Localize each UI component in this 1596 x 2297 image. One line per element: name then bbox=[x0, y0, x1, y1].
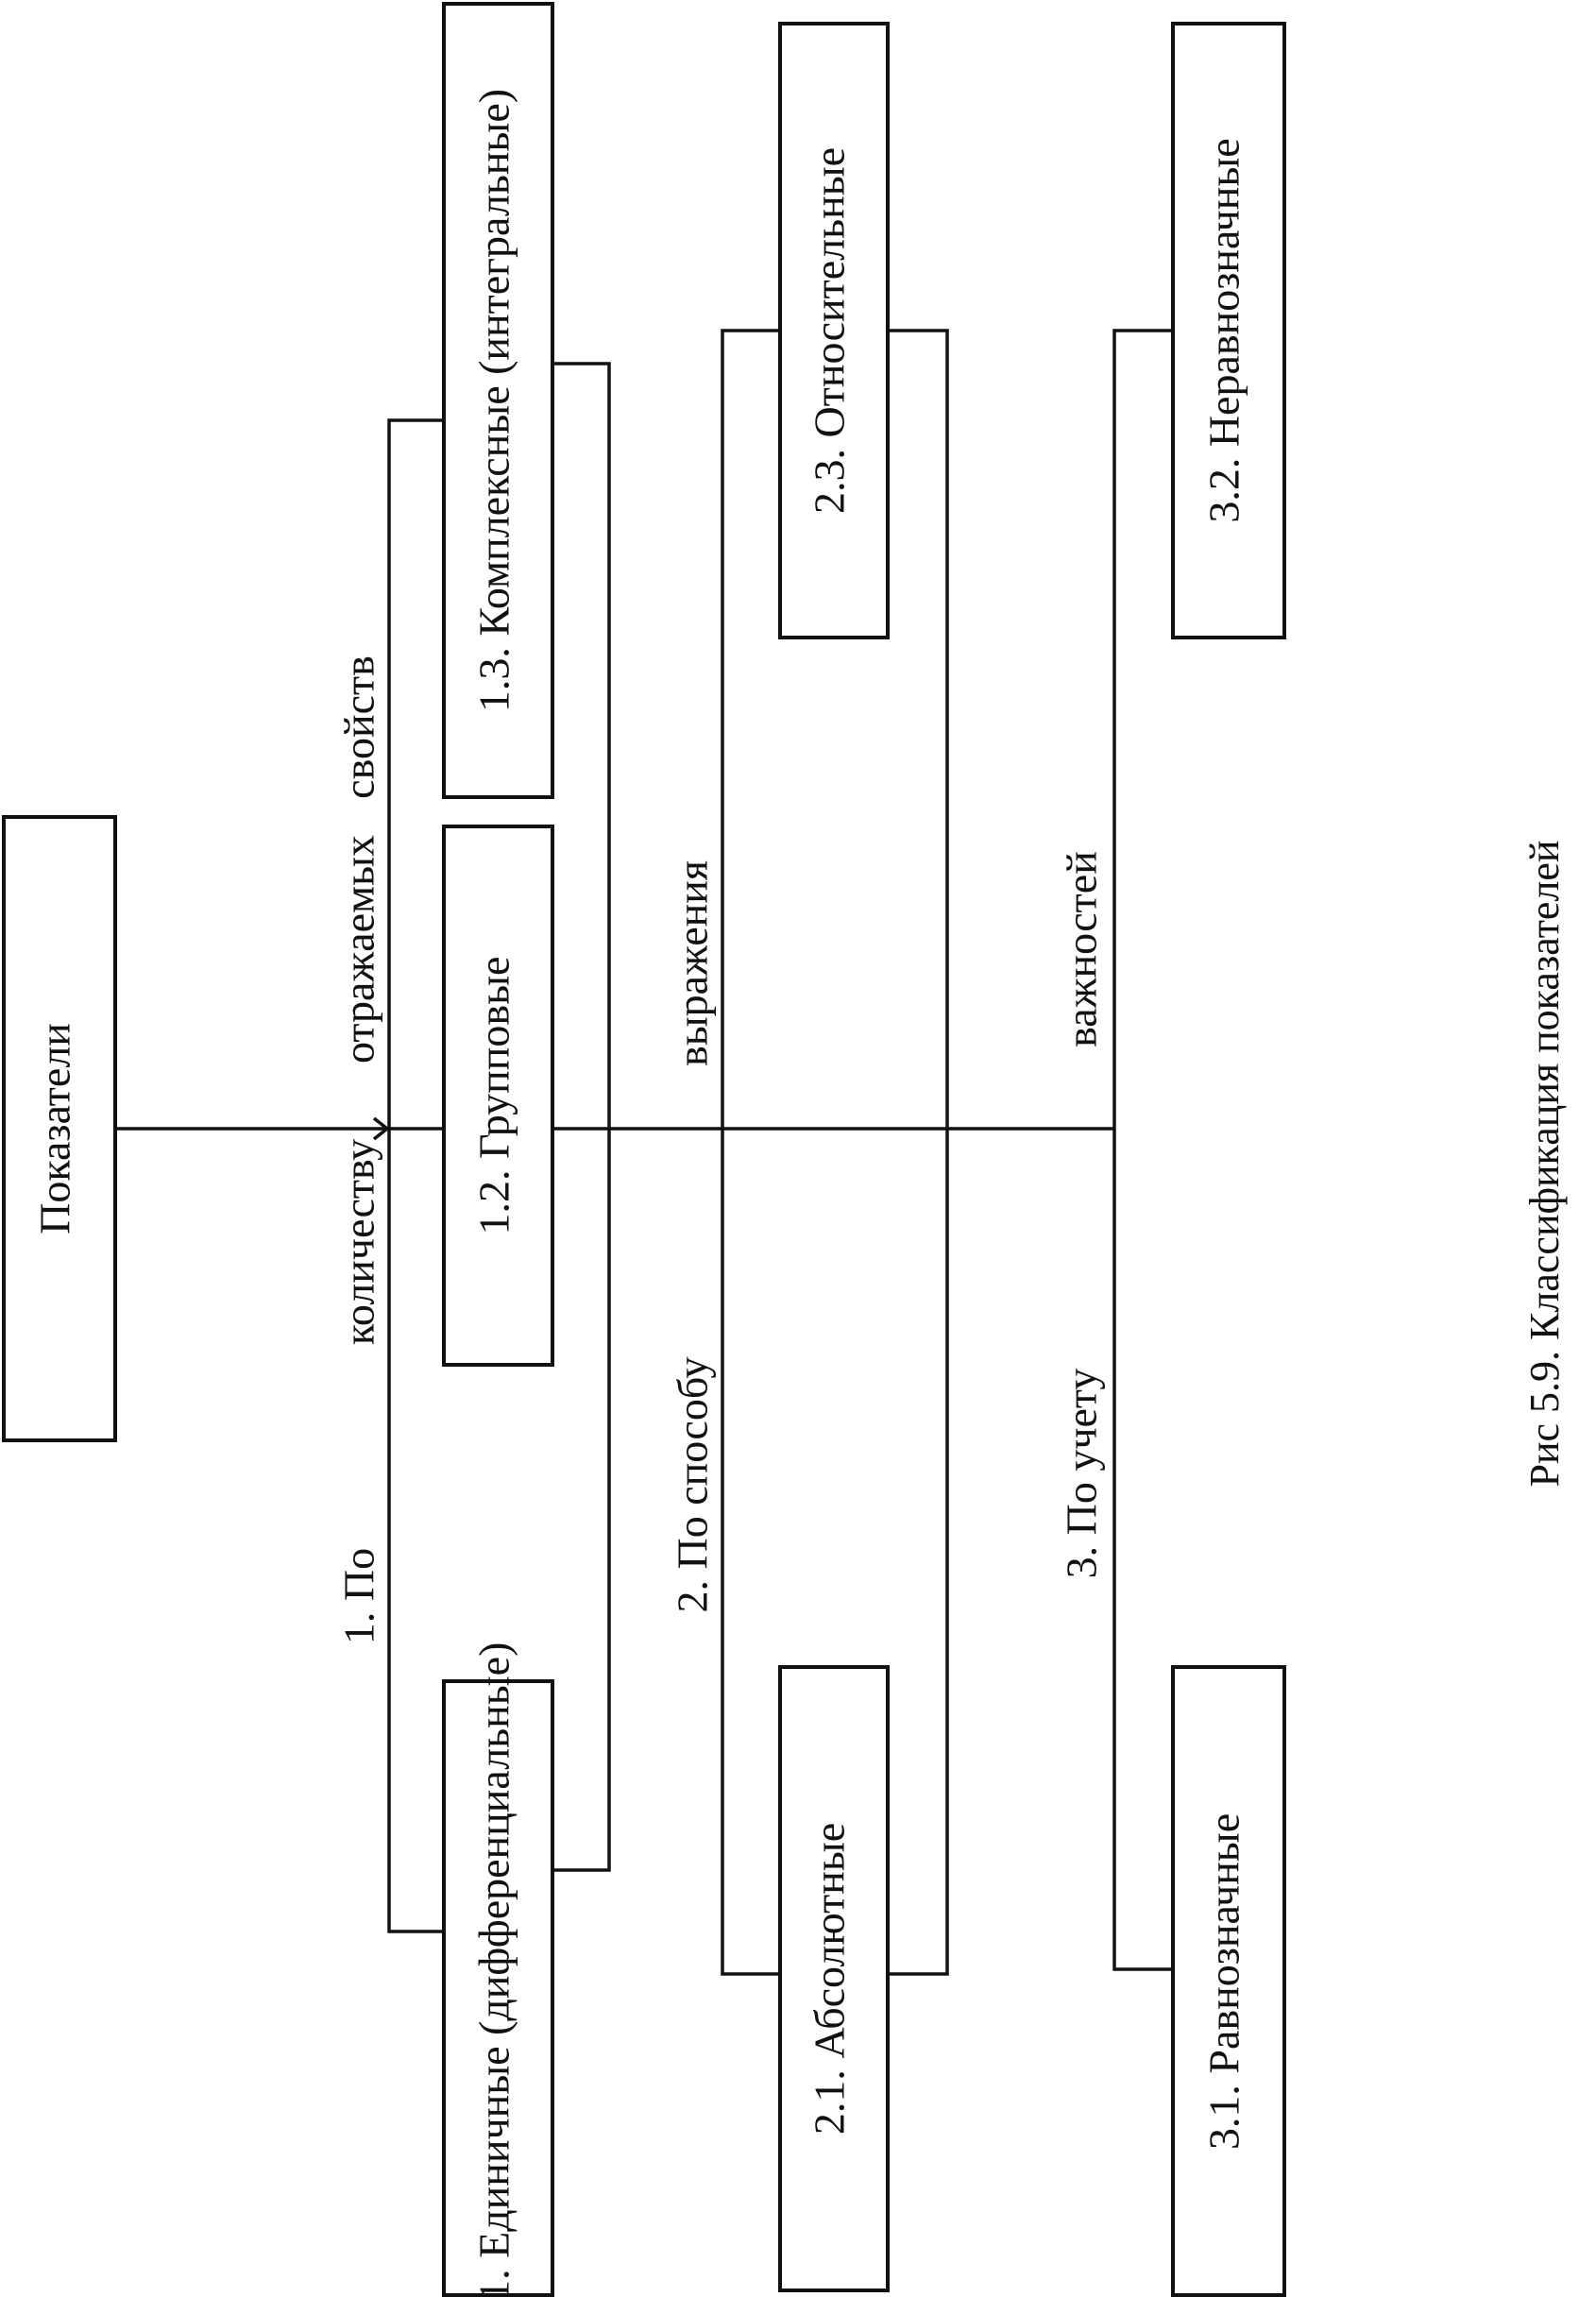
item-1-3-box bbox=[442, 2, 554, 799]
group2-bracket-right bbox=[888, 329, 949, 1976]
group1-label-part4: свойств bbox=[335, 655, 383, 799]
item-3-1-box bbox=[1171, 1665, 1286, 2297]
item-1-1-box bbox=[442, 1679, 554, 2297]
group3-label-part1: 3. По учету bbox=[1058, 1369, 1106, 1579]
group2-bracket-left bbox=[721, 329, 780, 1976]
root-label: Показатели bbox=[31, 1023, 79, 1234]
group3-bracket bbox=[1112, 329, 1173, 1971]
group2-label-part1: 2. По способу bbox=[669, 1357, 717, 1613]
item-2-1-label: 2.1. Абсолютные bbox=[806, 1823, 854, 2135]
group1-label-part1: 1. По bbox=[335, 1548, 383, 1644]
group2-label-part2: выражения bbox=[669, 860, 717, 1066]
item-1-2-box bbox=[442, 825, 554, 1367]
root-box bbox=[2, 815, 117, 1442]
item-1-2-label: 1.2. Групповые bbox=[470, 957, 518, 1235]
item-3-2-label: 3.2. Неравнозначные bbox=[1200, 138, 1248, 522]
group1-label-part3: отражаемых bbox=[335, 835, 383, 1063]
item-1-1-label: 1.1. Единичные (дифференциальные) bbox=[470, 1642, 518, 2297]
group1-label-part2: количеству bbox=[335, 1139, 383, 1345]
item-2-3-label: 2.3. Относительные bbox=[806, 147, 854, 514]
group1-bracket-left bbox=[387, 418, 444, 1933]
group3-label-part2: важностей bbox=[1058, 851, 1106, 1047]
item-1-3-label: 1.3. Комплексные (интегральные) bbox=[470, 89, 518, 712]
item-2-1-box bbox=[778, 1665, 890, 2292]
item-2-3-box bbox=[778, 22, 890, 639]
item-3-1-label: 3.1. Равнозначные bbox=[1200, 1813, 1248, 2150]
item-3-2-box bbox=[1171, 22, 1286, 639]
group1-bracket-right bbox=[552, 362, 611, 1872]
figure-caption: Рис 5.9. Классификация показателей bbox=[1521, 841, 1568, 1488]
